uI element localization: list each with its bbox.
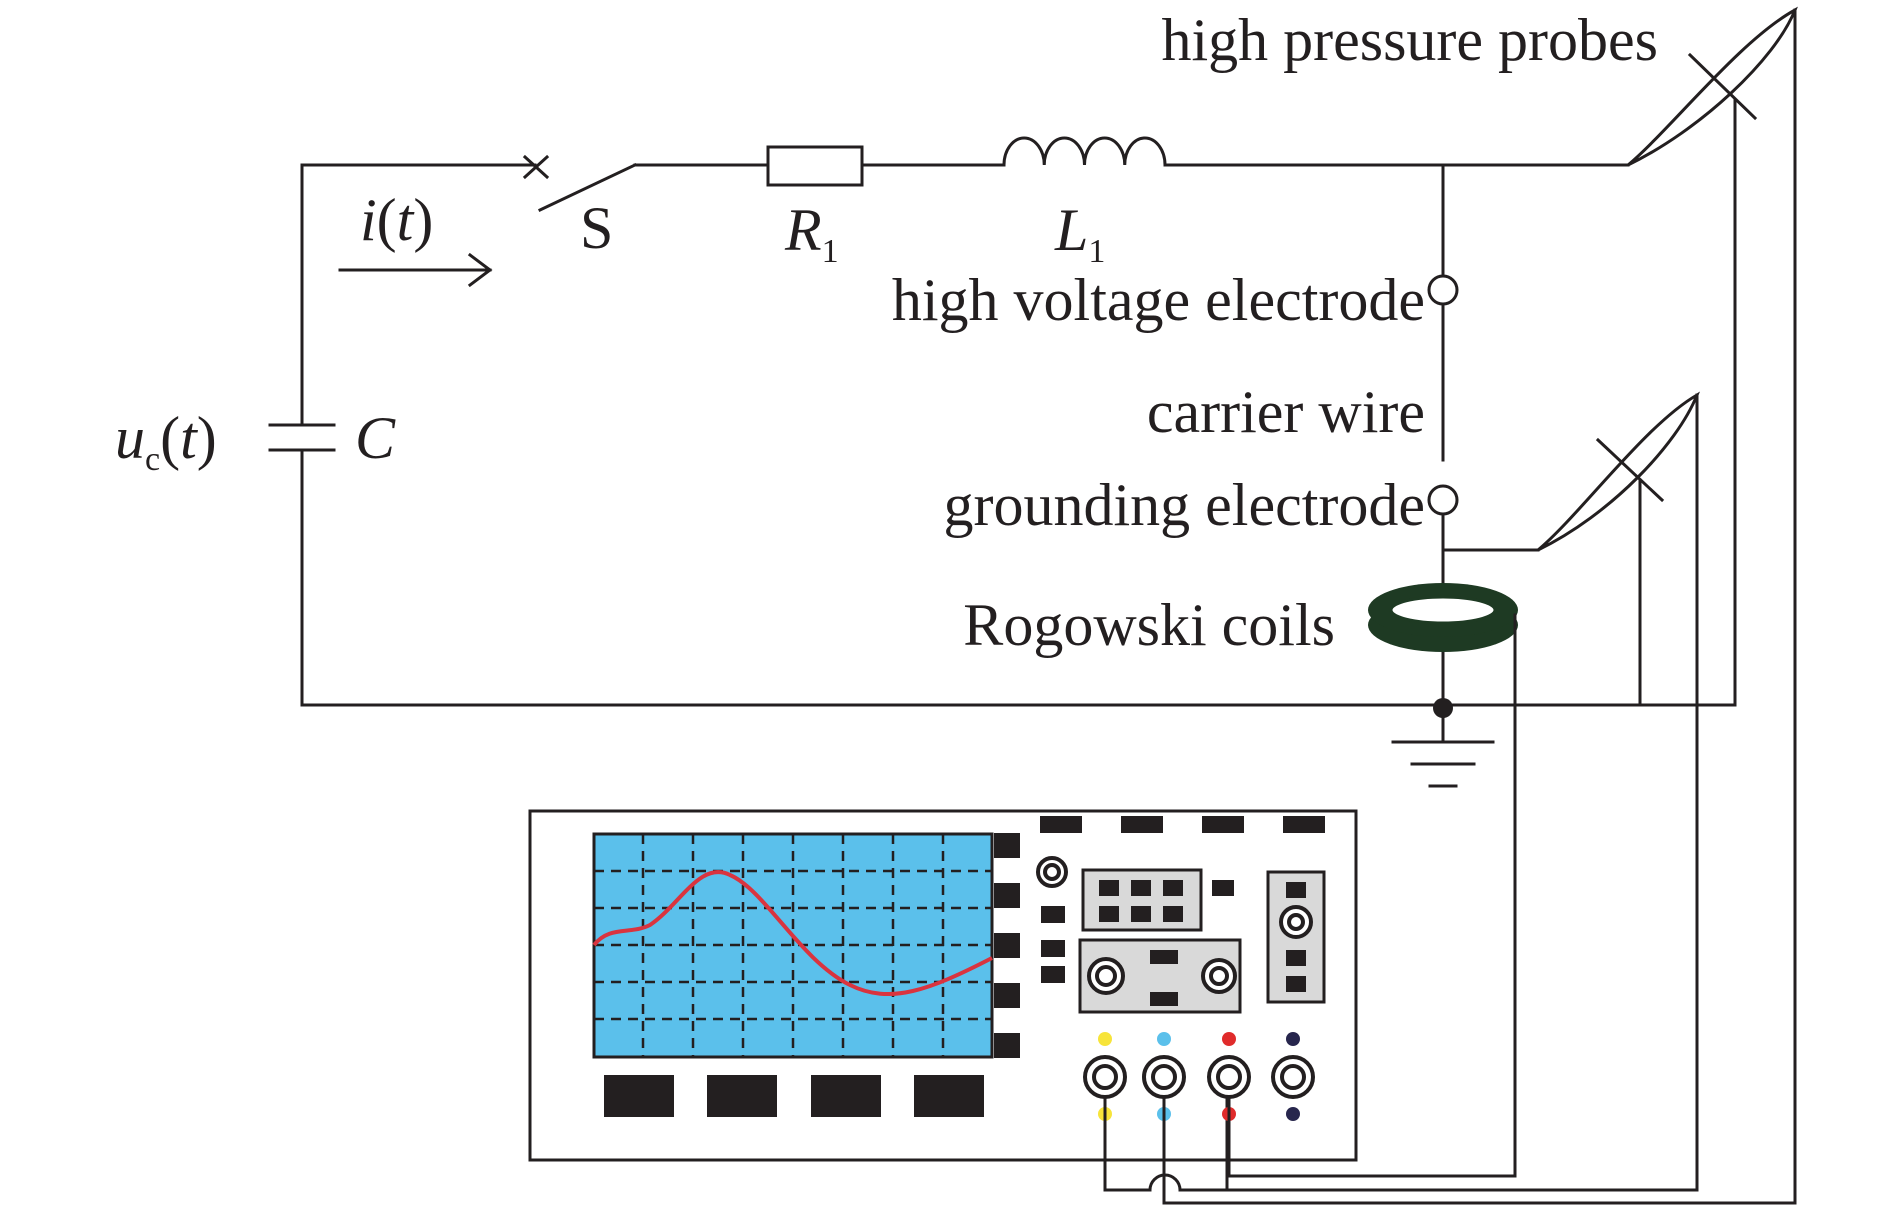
- channel-4-input[interactable]: [1271, 1055, 1315, 1099]
- high-pressure-probes-label: high pressure probes: [1161, 7, 1658, 73]
- control-knob-small[interactable]: [1036, 856, 1068, 888]
- rogowski-coils-label: Rogowski coils: [963, 592, 1335, 658]
- vertical-control-panel[interactable]: [1266, 870, 1326, 1004]
- high-pressure-probe-1: [1163, 6, 1798, 1205]
- current-arrow: [338, 252, 493, 288]
- high-voltage-electrode-terminal: [1427, 274, 1459, 306]
- channel-1-input[interactable]: [1083, 1055, 1127, 1099]
- switch-label: S: [580, 195, 613, 261]
- resistor-symbol: [766, 145, 864, 187]
- channel-leads: [1103, 1095, 1231, 1205]
- rogowski-coil: [1368, 583, 1518, 652]
- channel-indicators: [1098, 1032, 1300, 1121]
- top-keys[interactable]: [1040, 816, 1325, 833]
- grounding-electrode-terminal: [1427, 484, 1459, 516]
- key-small[interactable]: [1212, 880, 1234, 896]
- inductor-symbol: [1002, 136, 1167, 167]
- capacitor-voltage-label: uc(t): [115, 405, 217, 478]
- screen-grid: [594, 834, 992, 1057]
- capacitor-label: C: [355, 405, 396, 471]
- inductor-label: L1: [1054, 197, 1105, 270]
- horizontal-control-panel[interactable]: [1078, 938, 1242, 1014]
- high-pressure-probe-2: [1225, 391, 1701, 1192]
- capacitor-symbol: [268, 423, 336, 452]
- left-control-keys[interactable]: [1041, 906, 1065, 983]
- bottom-keys[interactable]: [604, 1075, 984, 1117]
- current-label: i(t): [360, 187, 433, 253]
- channel-2-input[interactable]: [1142, 1055, 1186, 1099]
- waveform-trace: [592, 870, 993, 997]
- screen-side-keys[interactable]: [994, 833, 1020, 1058]
- switch-symbol: [522, 154, 637, 212]
- rogowski-lead: [1225, 613, 1517, 1178]
- main-circuit-wires: [300, 163, 1737, 707]
- channel-3-input[interactable]: [1207, 1055, 1251, 1099]
- carrier-wire-label: carrier wire: [1147, 379, 1425, 445]
- resistor-label: R1: [784, 197, 839, 270]
- oscilloscope: [528, 809, 1358, 1162]
- grounding-electrode-label: grounding electrode: [944, 472, 1426, 538]
- ground-symbol: [1391, 698, 1495, 788]
- high-voltage-electrode-label: high voltage electrode: [892, 267, 1425, 333]
- keypad-panel[interactable]: [1081, 868, 1203, 932]
